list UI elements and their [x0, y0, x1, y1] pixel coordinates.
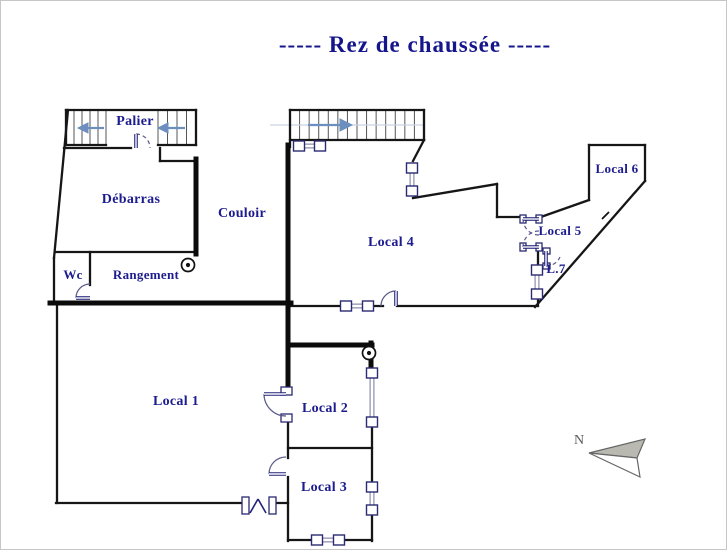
room-label-local-5: Local 5 [538, 223, 582, 238]
room-label-l7: L.7 [546, 261, 566, 276]
room-label-palier: Palier [116, 114, 154, 129]
room-label-local-6: Local 6 [595, 161, 639, 176]
room-label-local-1: Local 1 [152, 394, 200, 409]
room-label-local-4: Local 4 [367, 235, 415, 250]
page-title: ----- Rez de chaussée ----- [278, 32, 552, 57]
room-label-local-3: Local 3 [300, 480, 348, 495]
room-label-wc: Wc [63, 267, 83, 282]
room-label-debarras: Débarras [101, 192, 161, 207]
north-label: N [573, 433, 585, 448]
room-label-local-2: Local 2 [301, 401, 349, 416]
room-label-couloir: Couloir [218, 206, 266, 221]
room-label-rangement: Rangement [112, 267, 180, 282]
